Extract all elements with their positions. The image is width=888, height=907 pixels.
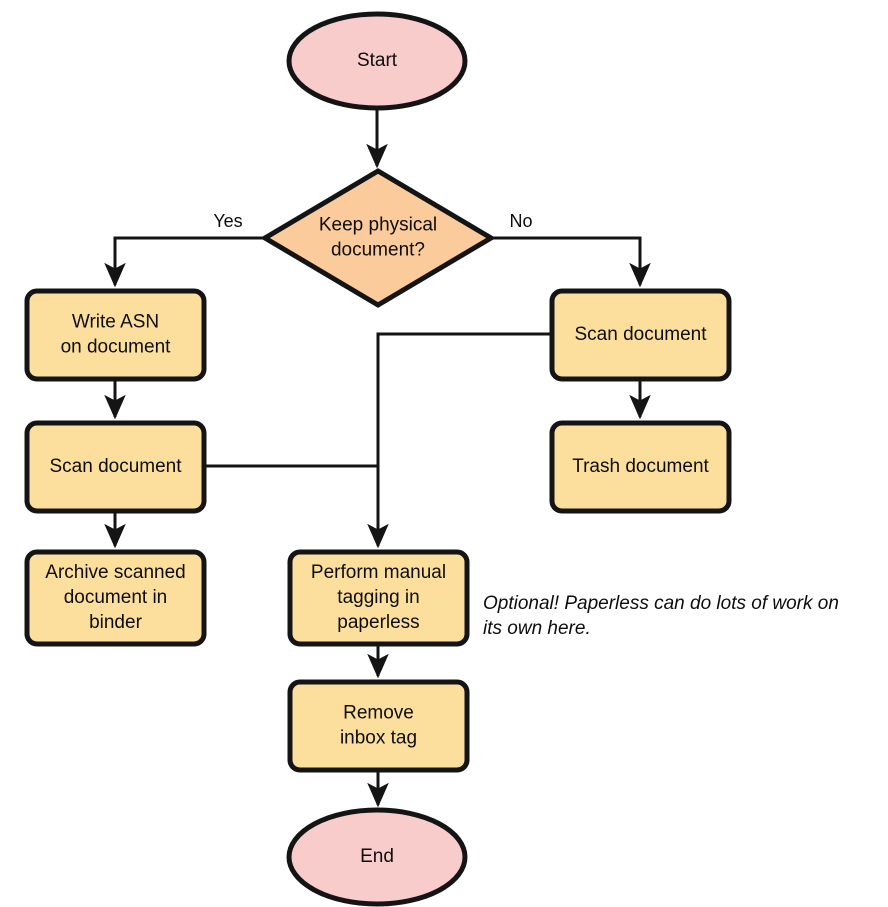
shape-rounded-rect: [287, 679, 470, 773]
shape-rounded-rect: [24, 288, 207, 382]
node-end[interactable]: End: [286, 807, 468, 907]
shape-rounded-rect: [24, 549, 207, 647]
node-label: Scan document: [574, 324, 707, 345]
edge-labels-layer: Yes No: [213, 211, 532, 231]
node-trash-document[interactable]: Trash document: [549, 420, 732, 514]
edges-layer: [104, 108, 651, 808]
annotation-optional-note: Optional! Paperless can do lots of work …: [483, 593, 839, 639]
node-scan-document-left[interactable]: Scan document: [24, 420, 207, 514]
shape-rounded-rect: [287, 549, 470, 647]
node-label: End: [360, 846, 394, 867]
node-scan-document-right[interactable]: Scan document: [549, 288, 732, 382]
node-start[interactable]: Start: [286, 11, 468, 111]
annotations-layer: Optional! Paperless can do lots of work …: [483, 593, 839, 639]
edge-label-no: No: [509, 211, 532, 231]
edge-label-yes: Yes: [213, 211, 242, 231]
shape-rounded-rect: [549, 420, 732, 514]
shape-ellipse: [286, 11, 468, 111]
edge-decision-yes-to-write-asn: [104, 236, 265, 288]
shape-ellipse: [286, 807, 468, 907]
node-label: Trash document: [572, 456, 709, 477]
shape-rounded-rect: [549, 288, 732, 382]
shape-diamond: [260, 168, 496, 308]
shape-rounded-rect: [24, 420, 207, 514]
edge-scan-document-right-to-tagging: [367, 332, 552, 549]
node-label: Start: [357, 50, 398, 71]
edge-decision-no-to-scan-document-right: [492, 236, 651, 288]
node-label: Scan document: [49, 456, 182, 477]
